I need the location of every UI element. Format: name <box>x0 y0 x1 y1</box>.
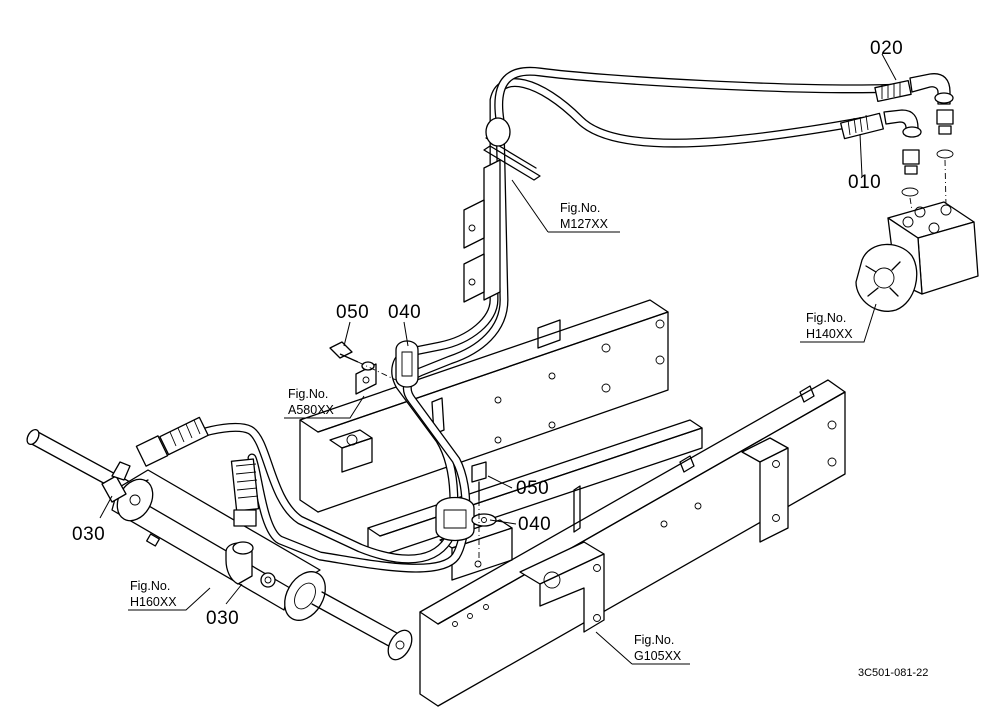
steering-cylinder <box>26 428 413 661</box>
callout-010: 010 <box>848 172 881 193</box>
callout-050-upper: 050 <box>336 302 369 323</box>
leader-lines <box>99 53 897 665</box>
hose-bracket-m127 <box>463 117 541 303</box>
rear-frame-rail <box>299 299 669 513</box>
cross-member <box>367 419 703 581</box>
fig-ref-a580-label: Fig.No. <box>288 387 328 401</box>
callout-040-upper: 040 <box>388 302 421 323</box>
front-frame-rail <box>419 379 846 707</box>
fig-ref-h160: Fig.No. H160XX <box>130 579 177 609</box>
fig-ref-g105-label: Fig.No. <box>634 633 674 647</box>
callout-030-left: 030 <box>72 524 105 545</box>
fig-ref-g105-number: G105XX <box>634 649 682 663</box>
fitting-030-bottom <box>225 458 260 585</box>
bolt-050-lower <box>471 461 487 564</box>
fig-ref-h160-number: H160XX <box>130 595 177 609</box>
fig-ref-h140-label: Fig.No. <box>806 311 846 325</box>
fig-ref-g105: Fig.No. G105XX <box>634 633 682 663</box>
fitting-020 <box>874 73 954 159</box>
fig-ref-h160-label: Fig.No. <box>130 579 170 593</box>
bolt-050-upper <box>329 341 397 381</box>
fig-ref-a580-number: A580XX <box>288 403 335 417</box>
fig-ref-h140-number: H140XX <box>806 327 853 341</box>
front-bracket-blocks <box>431 385 815 633</box>
fig-ref-m127-number: M127XX <box>560 217 609 231</box>
fig-ref-a580: Fig.No. A580XX <box>288 387 335 417</box>
clamp-040-lower <box>435 496 497 542</box>
callout-040-lower: 040 <box>518 514 551 535</box>
callout-050-lower: 050 <box>516 478 549 499</box>
steering-valve-h140 <box>855 201 979 312</box>
fitting-010 <box>840 109 947 211</box>
fitting-030-left <box>101 416 209 503</box>
fig-ref-m127: Fig.No. M127XX <box>560 201 609 231</box>
fig-ref-h140: Fig.No. H140XX <box>806 311 853 341</box>
drawing-code: 3C501-081-22 <box>858 667 928 679</box>
callout-030-bottom: 030 <box>206 608 239 629</box>
fig-ref-m127-label: Fig.No. <box>560 201 600 215</box>
callout-020: 020 <box>870 38 903 59</box>
